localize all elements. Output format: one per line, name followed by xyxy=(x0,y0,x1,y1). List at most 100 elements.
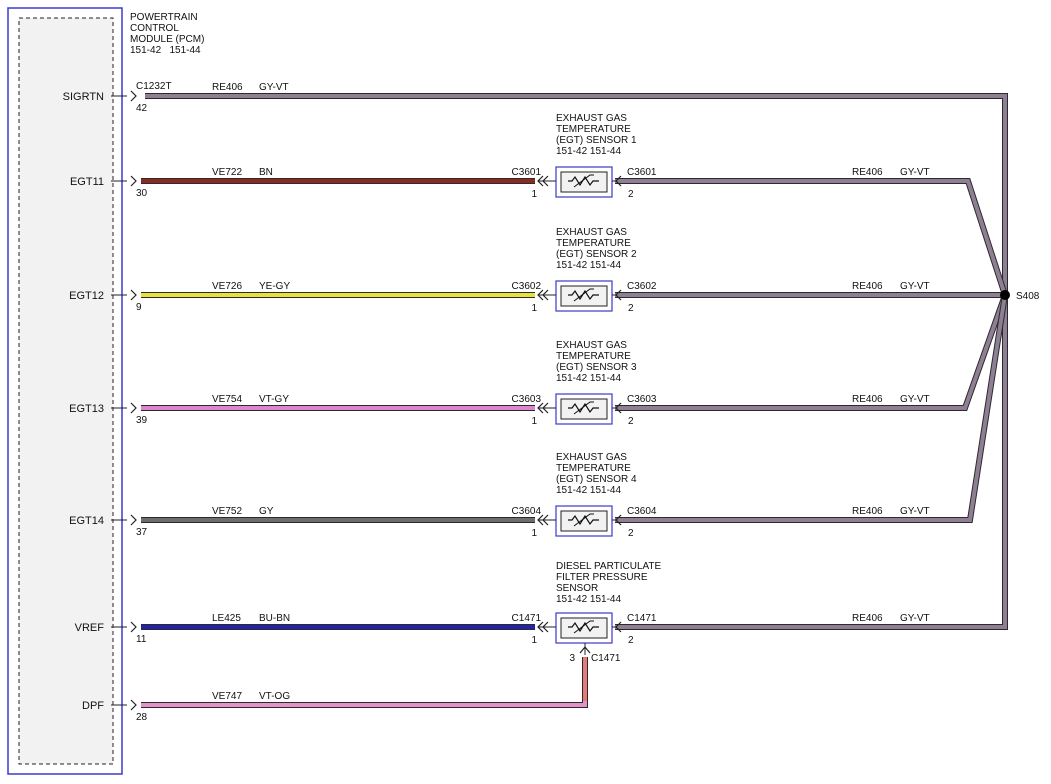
sensor-pin-left-egt2: 1 xyxy=(531,303,537,314)
thermistor-arrow-icon xyxy=(573,174,594,188)
thermistor-arrow-icon xyxy=(573,401,594,415)
sensor-connector-right-egt3: C3603 xyxy=(627,394,657,405)
sensor-pin-bottom-dpfs: 3 xyxy=(569,653,575,664)
pcm-refs: 151-42 151-44 xyxy=(130,45,201,56)
pin-arrow-egt11 xyxy=(130,175,137,187)
thermistor-arrow-icon xyxy=(573,288,594,302)
wire-circuit-egt11: VE722 xyxy=(212,167,242,178)
pin-name-sigrtn: SIGRTN xyxy=(63,91,104,103)
sensor-4-return-wire xyxy=(615,294,1007,522)
thermistor-arrow-icon xyxy=(573,620,594,634)
signal-wires xyxy=(141,178,588,708)
sensor-pin-right-egt3: 2 xyxy=(628,416,634,427)
sensor-refs-egt2: 151-42 151-44 xyxy=(556,260,621,271)
pcm-module-border xyxy=(7,7,123,775)
sensor-body-dpfs xyxy=(560,617,608,639)
connector-chevron-right-icon xyxy=(615,402,622,414)
sensor-title-egt2-2: (EGT) SENSOR 2 xyxy=(556,249,637,260)
sensor-body-egt2 xyxy=(560,285,608,307)
pcm-module-body xyxy=(18,17,114,765)
pin-arrow-egt13 xyxy=(130,402,137,414)
pcm-title-line-3: MODULE (PCM) xyxy=(130,34,204,45)
sensor-title-dpfs-1: FILTER PRESSURE xyxy=(556,572,648,583)
sensor-return-circuit-egt2: RE406 xyxy=(852,281,883,292)
sensor-refs-egt1: 151-42 151-44 xyxy=(556,146,621,157)
pin-arrow-egt12 xyxy=(130,289,137,301)
sensor-connector-left-egt2: C3602 xyxy=(512,281,542,292)
sensor-connector-right-egt4: C3604 xyxy=(627,506,657,517)
wire-color-code-egt13: VT-GY xyxy=(259,394,289,405)
sensor-return-color-dpfs: GY-VT xyxy=(900,613,930,624)
sensor-pin-right-egt1: 2 xyxy=(628,189,634,200)
sensor-pin-right-dpfs: 2 xyxy=(628,635,634,646)
sensor-pin-right-egt2: 2 xyxy=(628,303,634,314)
connector-chevron-left-icon xyxy=(542,175,549,187)
sensor-pin-left-egt1: 1 xyxy=(531,189,537,200)
connector-chevron-right-icon xyxy=(615,289,622,301)
wire-color-code-egt11: BN xyxy=(259,167,273,178)
sensor-body-egt1 xyxy=(560,171,608,193)
pcm-title-line-2: CONTROL xyxy=(130,23,179,34)
sensor-return-circuit-egt3: RE406 xyxy=(852,394,883,405)
pin-number-dpf: 28 xyxy=(136,712,148,723)
sensor-pin-left-egt4: 1 xyxy=(531,528,537,539)
sensor-title-egt3-2: (EGT) SENSOR 3 xyxy=(556,362,637,373)
signal-wire-dpf-outline xyxy=(141,657,588,708)
sensor-connector-left-dpfs: C1471 xyxy=(512,613,542,624)
pcm-pins: SIGRTN 42EGT1130EGT129EGT1339EGT1437VREF1… xyxy=(63,90,148,723)
wire-color-code-dpf: VT-OG xyxy=(259,691,290,702)
connector-chevron-left-icon xyxy=(542,289,549,301)
connector-chevron-right-icon xyxy=(615,621,622,633)
pin-arrow-egt14 xyxy=(130,514,137,526)
pin-name-vref: VREF xyxy=(75,622,105,634)
pin-number-egt11: 30 xyxy=(136,188,148,199)
sensor-title-egt2-0: EXHAUST GAS xyxy=(556,227,627,238)
sensor-pin-right-egt4: 2 xyxy=(628,528,634,539)
sensor-return-color-egt1: GY-VT xyxy=(900,167,930,178)
connector-chevron-right-icon xyxy=(615,175,622,187)
wire-circuit-sigrtn: RE406 xyxy=(212,82,243,93)
pcm-title-line-1: POWERTRAIN xyxy=(130,12,198,23)
sensor-body-egt3 xyxy=(560,398,608,420)
sensor-refs-dpfs: 151-42 151-44 xyxy=(556,594,621,605)
sensor-return-color-egt2: GY-VT xyxy=(900,281,930,292)
connector-chevron-left-icon xyxy=(542,621,549,633)
wire-color-code-egt14: GY xyxy=(259,506,274,517)
sensor-refs-egt3: 151-42 151-44 xyxy=(556,373,621,384)
sensor-connector-right-dpfs: C1471 xyxy=(627,613,657,624)
sensor-connector-left-egt1: C3601 xyxy=(512,167,542,178)
pcm-connector-label: C1232T xyxy=(136,81,172,92)
thermistor-arrow-icon xyxy=(573,513,594,527)
sensor-return-circuit-egt1: RE406 xyxy=(852,167,883,178)
pin-number-egt13: 39 xyxy=(136,415,148,426)
wire-label-egt11: VE722 BN xyxy=(212,167,273,178)
sensor-connector-right-egt2: C3602 xyxy=(627,281,657,292)
pin-number-sigrtn: 42 xyxy=(136,103,148,114)
sensor-title-egt3-0: EXHAUST GAS xyxy=(556,340,627,351)
pin-arrow-sigrtn xyxy=(130,90,137,102)
wire-color-code-vref: BU-BN xyxy=(259,613,290,624)
sensor-connector-left-egt3: C3603 xyxy=(512,394,542,405)
signal-wire-dpf xyxy=(141,657,587,707)
sensor-return-circuit-dpfs: RE406 xyxy=(852,613,883,624)
connector-chevron-left-icon xyxy=(542,514,549,526)
pin-number-egt12: 9 xyxy=(136,302,142,313)
sensor-connector-bottom-dpfs: C1471 xyxy=(591,653,621,664)
sensor-1-return-wire-outline xyxy=(615,178,1008,296)
